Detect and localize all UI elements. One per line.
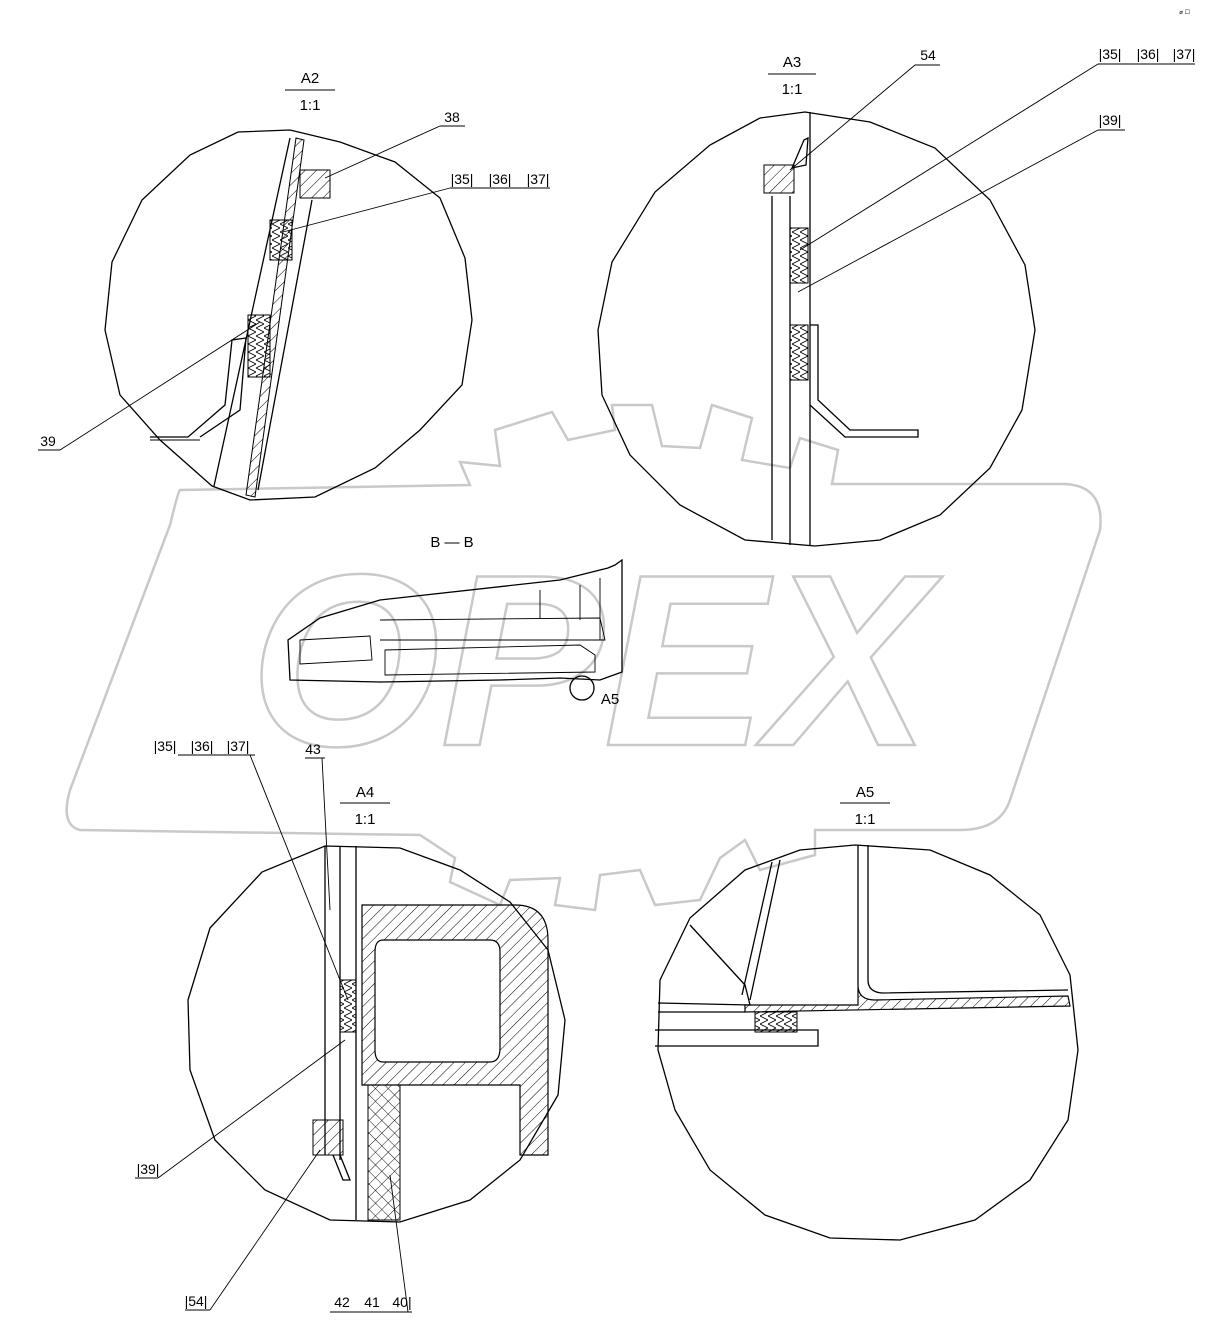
view-a4-callout-39: |39| bbox=[137, 1161, 160, 1177]
view-a5-strip-edge bbox=[741, 861, 773, 996]
view-a2-callout-35: |35| bbox=[451, 171, 474, 187]
view-a2-flange bbox=[150, 337, 247, 438]
view-a3-callout-54: 54 bbox=[920, 47, 936, 63]
view-a3-scale: 1:1 bbox=[782, 81, 803, 98]
section-b-b-title: B — B bbox=[430, 534, 473, 551]
detail-view-a4: A4 1:1 |35| |36| |37| 43 |39| |54| 42 41… bbox=[135, 738, 566, 1313]
view-a3-tape bbox=[789, 227, 809, 284]
section-b-b-ribs bbox=[539, 578, 601, 640]
detail-view-a2: A2 1:1 38 |35| |36| |37| 39 bbox=[38, 70, 550, 501]
view-a2-callout-39: 39 bbox=[40, 433, 56, 449]
view-a2-tape bbox=[269, 219, 293, 261]
watermark-gear-outline bbox=[65, 403, 1102, 912]
view-a3-leader-35 bbox=[799, 63, 1099, 251]
view-a3-seal-54 bbox=[763, 164, 795, 194]
view-a2-outer-line bbox=[213, 137, 291, 487]
section-b-b-inner-c bbox=[379, 617, 606, 641]
detail-view-a5: A5 1:1 bbox=[655, 784, 1079, 1241]
view-a4-foam-block bbox=[367, 1084, 401, 1221]
view-a3-flange bbox=[809, 324, 919, 438]
section-b-b-inner-b bbox=[384, 644, 596, 676]
view-a4-leader-39 bbox=[157, 1039, 346, 1179]
view-a2-title: A2 bbox=[301, 70, 319, 87]
view-a4-leader-40 bbox=[389, 1174, 409, 1313]
view-a5-tape bbox=[754, 1011, 798, 1033]
view-a4-callout-54: |54| bbox=[185, 1293, 208, 1309]
section-b-b-callout-circle bbox=[569, 675, 595, 701]
view-a3-callout-39: |39| bbox=[1099, 112, 1122, 128]
view-a5-scale: 1:1 bbox=[855, 811, 876, 828]
view-a2-scale: 1:1 bbox=[300, 97, 321, 114]
view-a4-title: A4 bbox=[356, 784, 374, 801]
view-a5-floor-top bbox=[867, 979, 1069, 994]
view-a4-leader-54 bbox=[209, 1149, 321, 1311]
section-b-b-callout-a5: A5 bbox=[601, 691, 619, 708]
corner-note: ⌀ ☐ bbox=[1179, 9, 1190, 16]
view-a4-detail-circle bbox=[187, 845, 566, 1223]
view-a2-inner-line bbox=[257, 199, 313, 491]
view-a2-callout-38: 38 bbox=[444, 109, 460, 125]
view-a3-callout-35: |35| bbox=[1099, 46, 1122, 62]
view-a2-tape-lower bbox=[247, 314, 271, 378]
view-a4-hollow-profile bbox=[361, 904, 549, 1156]
watermark-logo: OPEX bbox=[65, 403, 1102, 912]
view-a4-callout-36: |36| bbox=[191, 738, 214, 754]
view-a3-title: A3 bbox=[783, 54, 801, 71]
view-a2-callout-37: |37| bbox=[527, 171, 550, 187]
view-a4-callout-41: 41 bbox=[364, 1294, 380, 1310]
view-a5-sill bbox=[655, 1029, 819, 1047]
view-a3-leader-39 bbox=[797, 129, 1099, 293]
view-a4-leader-43 bbox=[321, 757, 331, 911]
view-a3-leader-54 bbox=[789, 64, 916, 171]
view-a4-callout-43: 43 bbox=[305, 741, 321, 757]
view-a4-callout-42: 42 bbox=[334, 1294, 350, 1310]
view-a3-tape-lower bbox=[789, 324, 809, 381]
view-a5-title: A5 bbox=[856, 784, 874, 801]
section-b-b-inner-a bbox=[299, 635, 373, 665]
view-a4-callout-35: |35| bbox=[154, 738, 177, 754]
view-a4-callout-40: 40| bbox=[392, 1294, 411, 1310]
watermark-text: OPEX bbox=[250, 523, 943, 797]
view-a4-callout-37: |37| bbox=[227, 738, 250, 754]
section-b-b-body bbox=[287, 558, 623, 683]
view-a2-callout-36: |36| bbox=[489, 171, 512, 187]
view-a2-leader-39 bbox=[59, 321, 261, 451]
view-a2-leader-35 bbox=[282, 187, 451, 233]
view-a4-tape bbox=[339, 979, 357, 1033]
view-a3-callout-36: |36| bbox=[1137, 46, 1160, 62]
view-a5-wedge bbox=[657, 924, 751, 1006]
view-a3-callout-37: |37| bbox=[1173, 46, 1196, 62]
view-a3-detail-circle bbox=[597, 111, 1036, 547]
view-a5-detail-circle bbox=[657, 844, 1079, 1241]
view-a2-seal-38 bbox=[299, 169, 331, 199]
view-a2-leader-38 bbox=[324, 125, 441, 179]
view-a5-strip bbox=[749, 859, 781, 1001]
view-a2-detail-circle bbox=[104, 129, 473, 501]
view-a4-seal-54 bbox=[312, 1119, 344, 1156]
view-a4-leader-35 bbox=[249, 754, 349, 1001]
view-a4-lip bbox=[332, 1154, 351, 1181]
view-a3-lip bbox=[790, 136, 809, 169]
section-view-b-b: B — B A5 bbox=[287, 534, 623, 708]
view-a5-floor-profile bbox=[744, 984, 1071, 1013]
detail-view-a3: A3 1:1 54 |35| |36| |37| |39| bbox=[597, 46, 1196, 547]
view-a4-scale: 1:1 bbox=[355, 811, 376, 828]
